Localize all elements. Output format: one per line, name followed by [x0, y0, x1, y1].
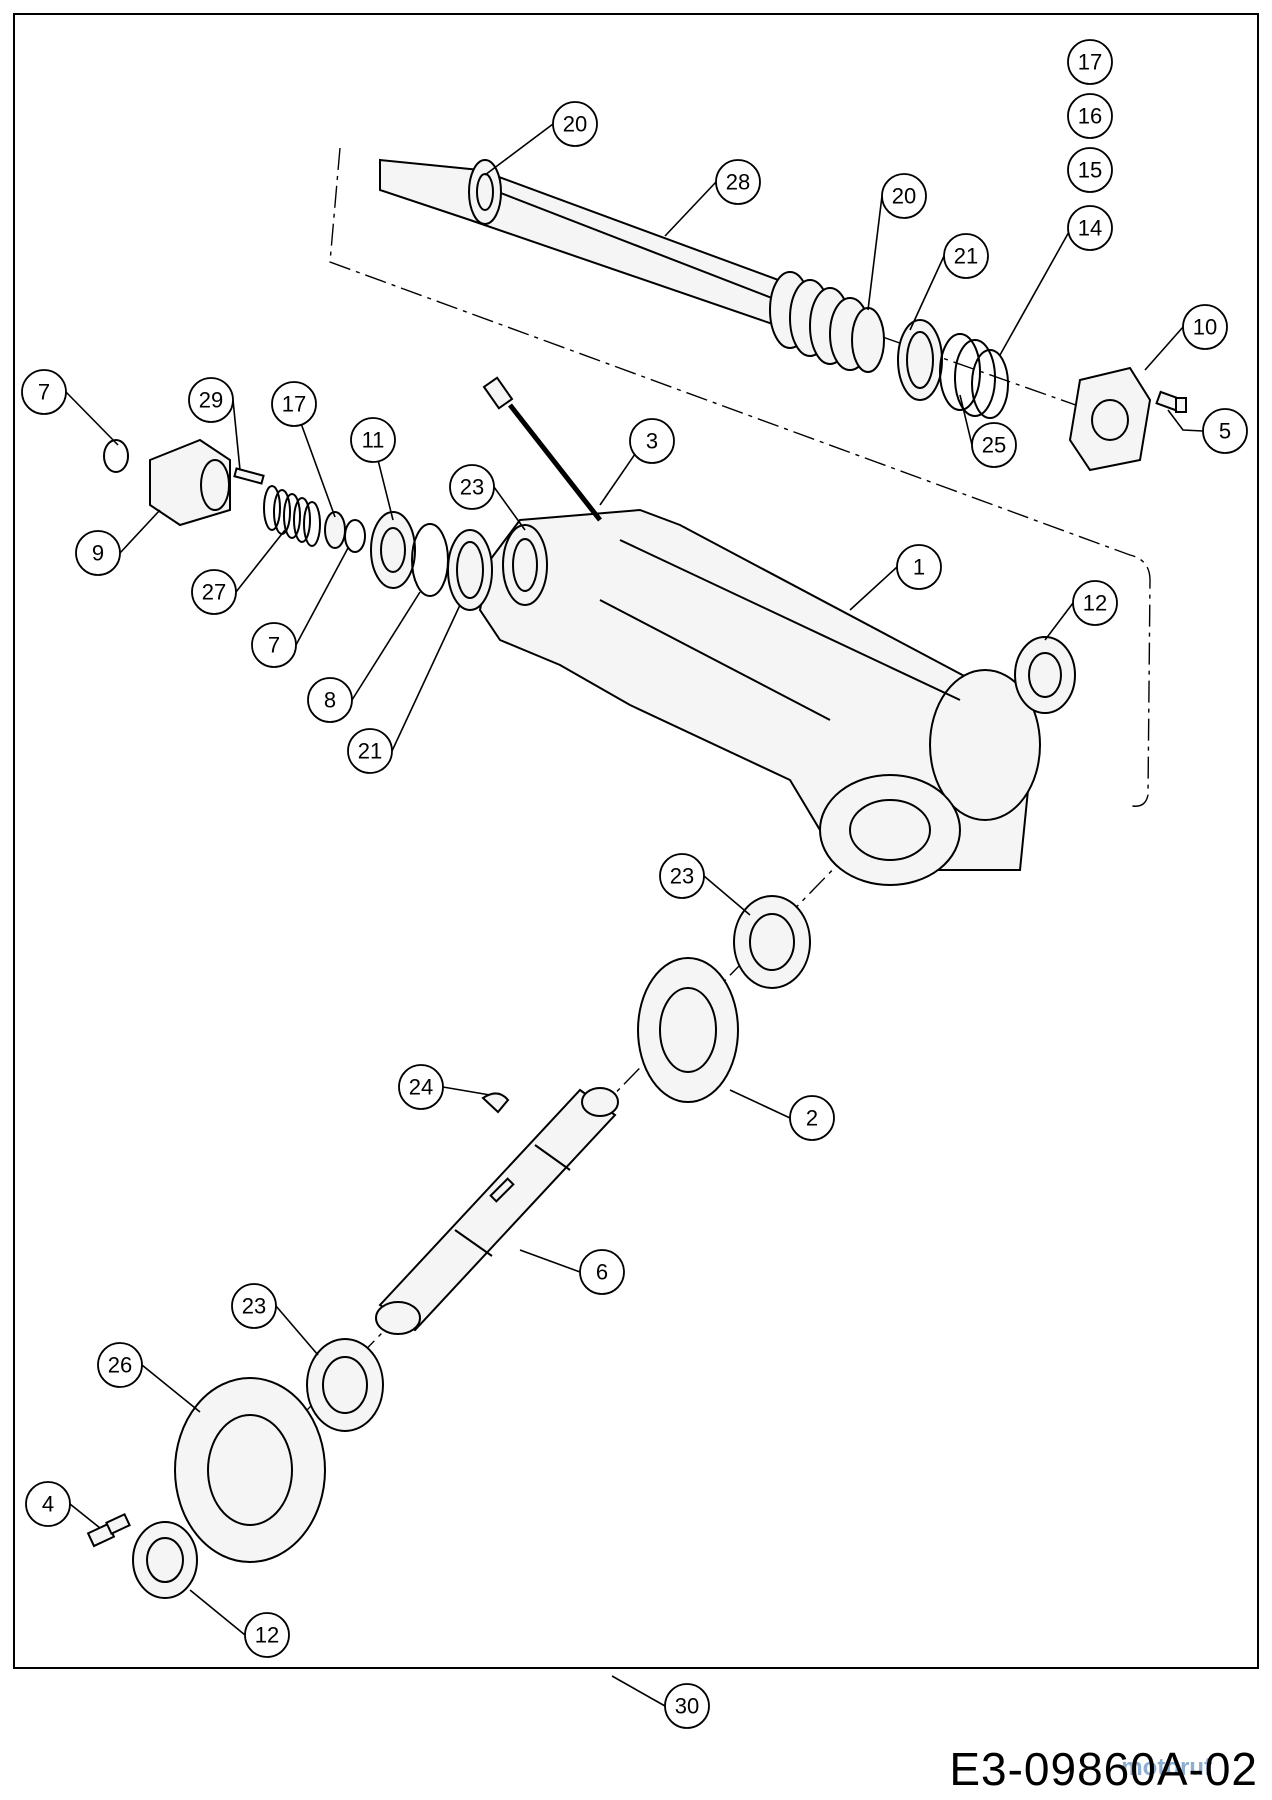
- callout-label: 21: [358, 739, 382, 764]
- cover-part-26: [174, 1377, 326, 1563]
- callout-17-b: 17: [271, 381, 317, 427]
- callout-label: 4: [42, 1492, 54, 1517]
- callout-23-b: 23: [659, 853, 705, 899]
- callout-label: 20: [563, 112, 587, 137]
- callout-21-b: 21: [347, 728, 393, 774]
- callout-label: 14: [1078, 216, 1102, 241]
- housing-part-1: [478, 508, 1041, 886]
- callout-24: 24: [398, 1064, 444, 1110]
- callout-21-a: 21: [943, 233, 989, 279]
- callout-16-top: 16: [1067, 93, 1113, 139]
- callout-3: 3: [629, 418, 675, 464]
- bolt-part-4: [86, 1513, 131, 1548]
- callout-label: 28: [726, 170, 750, 195]
- leader-lines: [65, 123, 1204, 1707]
- callout-15-top: 15: [1067, 147, 1113, 193]
- worm-shaft-part-28: [379, 158, 885, 373]
- callout-label: 5: [1219, 419, 1231, 444]
- snap-ring-part-7-left: [103, 439, 129, 473]
- callout-7-b: 7: [251, 622, 297, 668]
- callout-label: 25: [982, 433, 1006, 458]
- callout-17-top: 17: [1067, 39, 1113, 85]
- callout-label: 21: [954, 244, 978, 269]
- callout-label: 20: [892, 184, 916, 209]
- callout-label: 15: [1078, 158, 1102, 183]
- callout-label: 17: [282, 392, 306, 417]
- spring-part-27: [263, 485, 321, 547]
- ring-part-21-lower: [447, 529, 493, 611]
- callout-23-a: 23: [449, 464, 495, 510]
- callout-label: 16: [1078, 104, 1102, 129]
- bearing-part-23-upper: [502, 524, 548, 606]
- pin-part-29: [233, 467, 265, 485]
- callout-30: 30: [664, 1683, 710, 1729]
- callout-29: 29: [188, 377, 234, 423]
- key-part-24: [481, 1092, 510, 1114]
- callout-label: 29: [199, 388, 223, 413]
- callout-label: 3: [646, 429, 658, 454]
- callout-10: 10: [1182, 304, 1228, 350]
- callout-label: 26: [108, 1353, 132, 1378]
- drawing-code: E3-09860A-02: [949, 1743, 1258, 1795]
- gear-part-2: [637, 957, 739, 1103]
- callout-12-b: 12: [244, 1612, 290, 1658]
- callout-label: 10: [1193, 315, 1217, 340]
- callout-6: 6: [579, 1249, 625, 1295]
- callout-12-a: 12: [1072, 580, 1118, 626]
- snap-ring-part-7-mid: [344, 519, 366, 553]
- callout-label: 24: [409, 1075, 433, 1100]
- callout-8: 8: [307, 677, 353, 723]
- callout-label: 23: [242, 1294, 266, 1319]
- callout-label: 1: [913, 555, 925, 580]
- callout-1: 1: [896, 544, 942, 590]
- callout-14: 14: [1067, 205, 1113, 251]
- callout-label: 7: [38, 380, 50, 405]
- dipstick-part-3: [482, 376, 602, 522]
- callout-label: 8: [324, 688, 336, 713]
- watermark: motoruf: [1121, 1754, 1212, 1781]
- callout-label: 9: [92, 541, 104, 566]
- callout-27: 27: [191, 569, 237, 615]
- callout-25: 25: [971, 422, 1017, 468]
- coupler-part-9: [149, 438, 231, 527]
- seal-part-12-lower: [132, 1521, 198, 1599]
- callout-9: 9: [75, 530, 121, 576]
- callout-label: 23: [670, 864, 694, 889]
- ring-part-21-upper: [897, 319, 943, 401]
- drawing-frame: [13, 13, 1259, 1669]
- seal-part-12-upper: [1014, 636, 1076, 714]
- callout-label: 30: [675, 1694, 699, 1719]
- callout-20-a: 20: [552, 101, 598, 147]
- bearing-part-23-middle: [733, 895, 811, 989]
- washer-part-17-left: [324, 511, 346, 549]
- callout-7-a: 7: [21, 369, 67, 415]
- callout-label: 12: [255, 1623, 279, 1648]
- callout-label: 27: [202, 580, 226, 605]
- circlip-part-8: [411, 523, 449, 597]
- callout-23-c: 23: [231, 1283, 277, 1329]
- callout-4: 4: [25, 1481, 71, 1527]
- callout-26: 26: [97, 1342, 143, 1388]
- callout-label: 11: [362, 428, 385, 453]
- callout-label: 12: [1083, 591, 1107, 616]
- washer-part-14: [939, 333, 1009, 419]
- worm-shaft-group-outline: [329, 147, 1151, 807]
- callout-label: 23: [460, 475, 484, 500]
- callout-2: 2: [789, 1095, 835, 1141]
- callout-20-b: 20: [881, 173, 927, 219]
- end-cap-part-10: [1068, 366, 1152, 472]
- callout-label: 2: [806, 1106, 818, 1131]
- callout-label: 7: [268, 633, 280, 658]
- callout-label: 17: [1078, 50, 1102, 75]
- screw-part-5: [1155, 390, 1187, 413]
- bearing-part-23-lower: [306, 1338, 384, 1432]
- output-shaft-part-6: [375, 1087, 619, 1335]
- callout-5: 5: [1202, 408, 1248, 454]
- gear-part-11: [370, 511, 416, 589]
- callout-label: 6: [596, 1260, 608, 1285]
- callout-11: 11: [350, 417, 396, 463]
- callout-28: 28: [715, 159, 761, 205]
